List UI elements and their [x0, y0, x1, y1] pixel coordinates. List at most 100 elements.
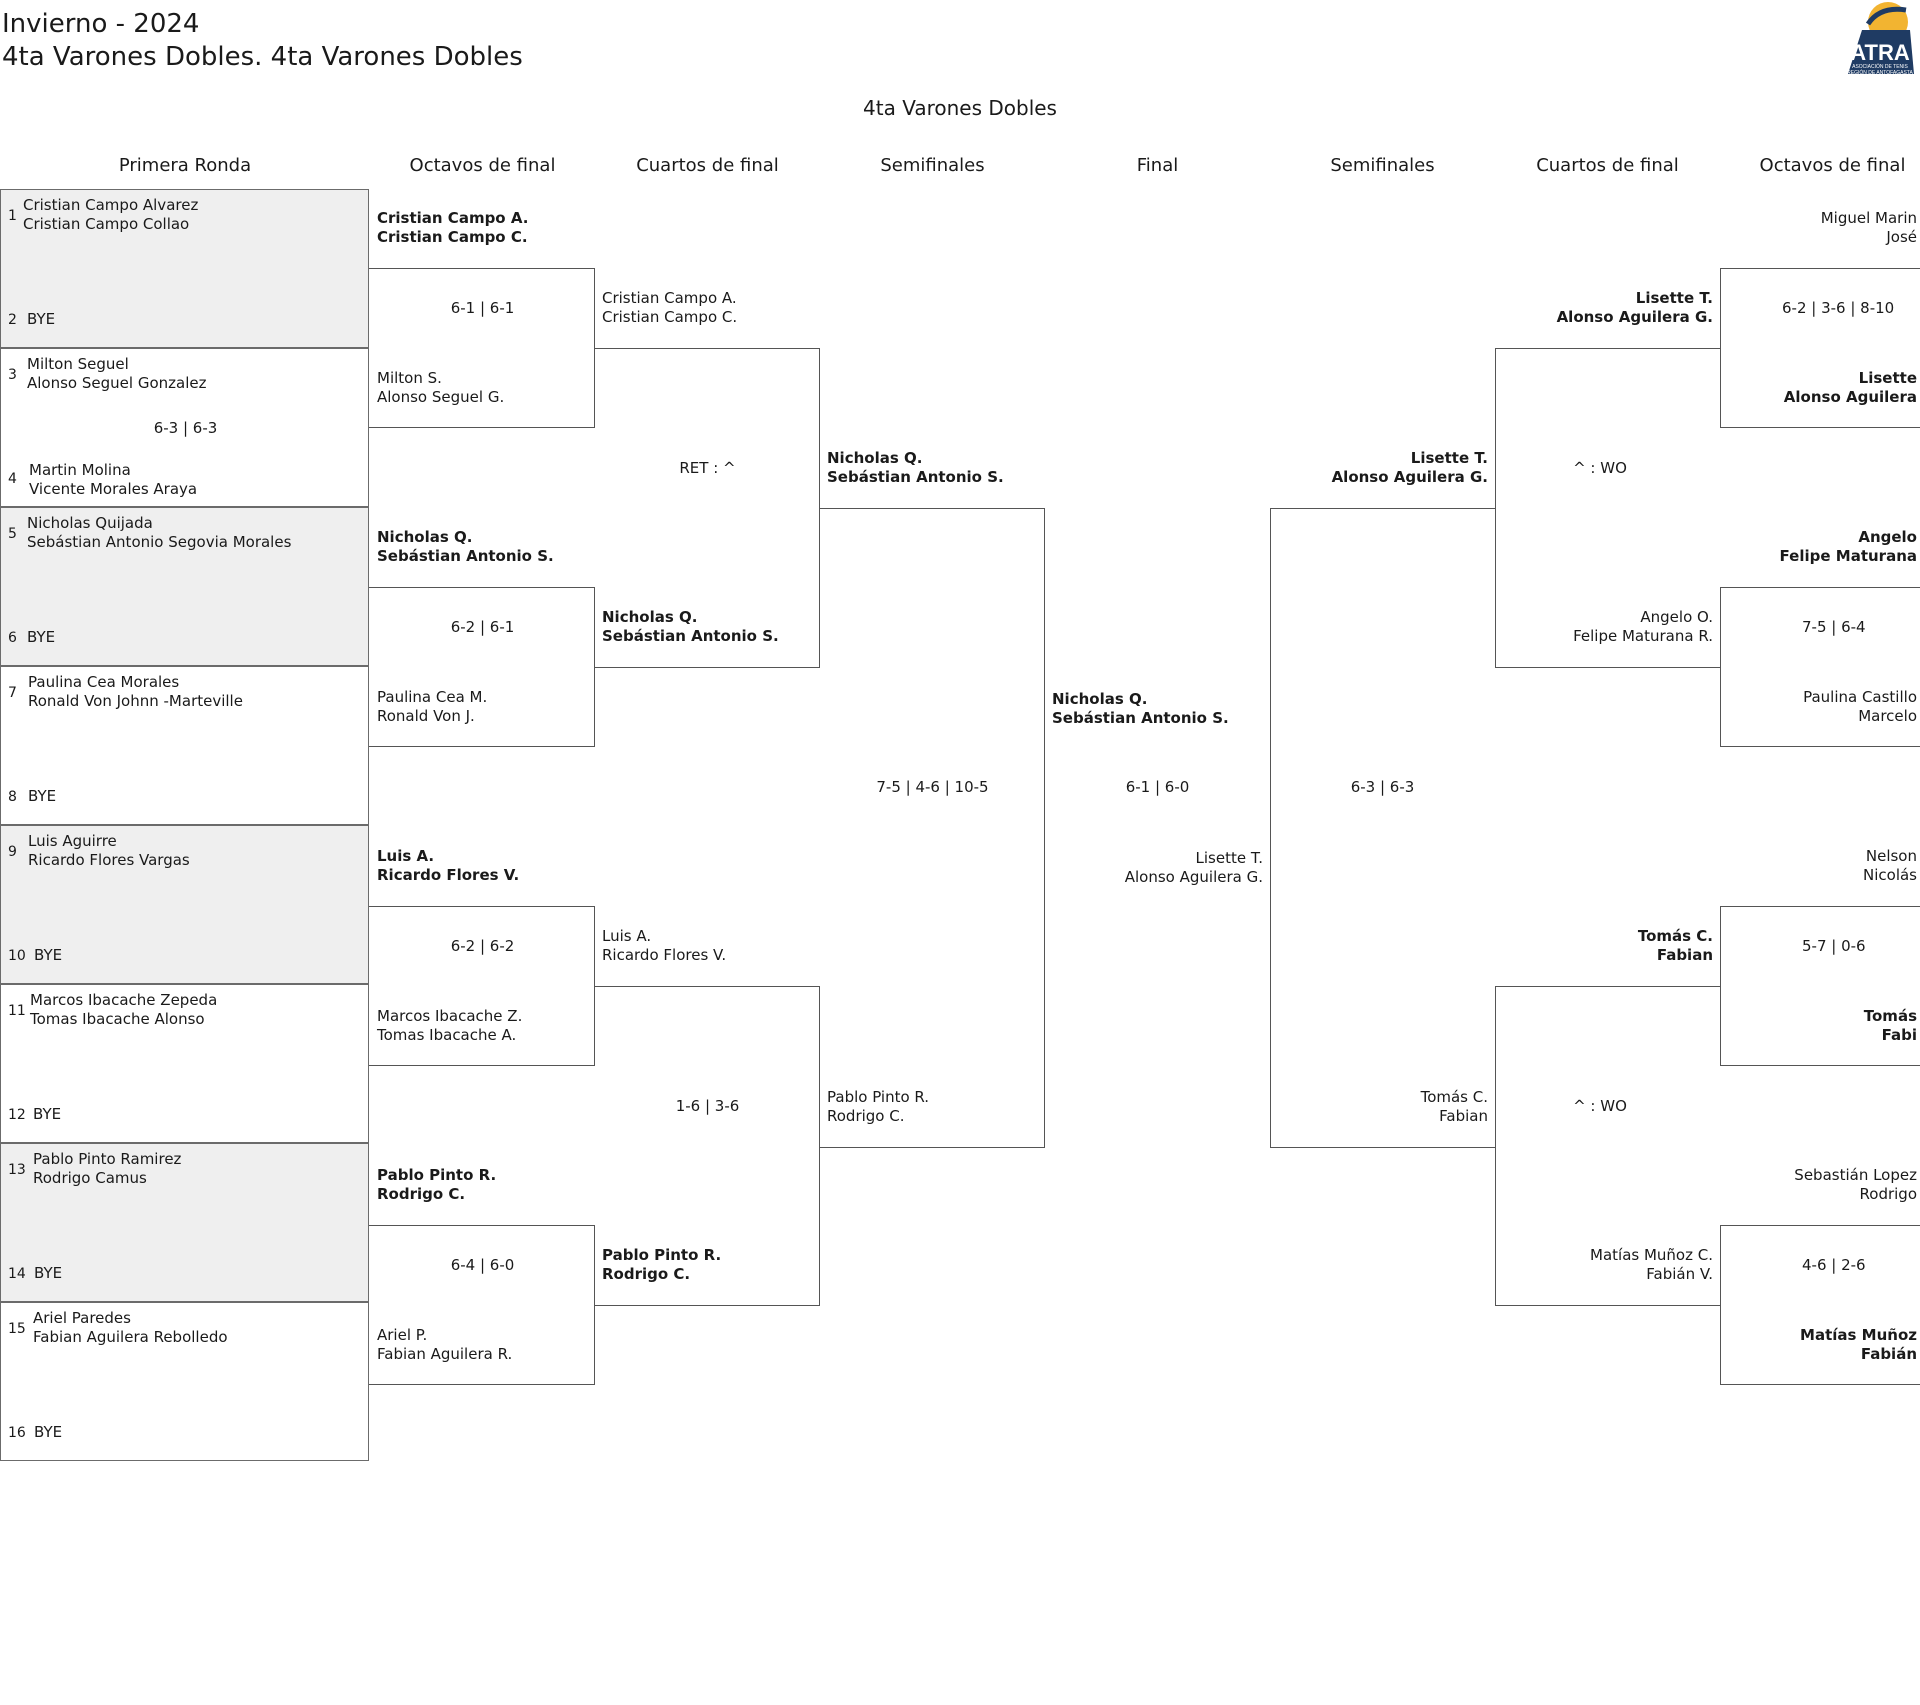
player-name: Ronald Von Johnn -Marteville: [28, 692, 243, 710]
player-name: Ariel Paredes: [33, 1309, 131, 1327]
player-name: Milton Seguel: [27, 355, 129, 373]
match-score: 6-3 | 6-3: [1350, 778, 1415, 796]
team-name: Fabián V.: [1646, 1265, 1713, 1283]
team-name: Angelo O.: [1640, 608, 1713, 626]
first-round-match: 13 Pablo Pinto Ramirez Rodrigo Camus 14 …: [0, 1143, 369, 1302]
match-score: 4-6 | 2-6: [1802, 1256, 1866, 1274]
round-header-semis-left: Semifinales: [880, 155, 985, 176]
team-name: Nicholas Q.: [827, 449, 923, 467]
team-name: Fabian Aguilera R.: [377, 1345, 513, 1363]
player-name: Pablo Pinto Ramirez: [33, 1150, 182, 1168]
team-name: Cristian Campo C.: [377, 228, 528, 246]
round-header-octavos-left: Octavos de final: [409, 155, 556, 176]
bracket-connector: [1495, 986, 1720, 1306]
team-name: Felipe Maturana R.: [1573, 627, 1713, 645]
team-name: Cristian Campo A.: [377, 209, 529, 227]
team-name: Paulina Cea M.: [377, 688, 488, 706]
round-header-final: Final: [1136, 155, 1179, 176]
player-name: BYE: [34, 1423, 63, 1441]
team-name: Tomás C.: [1420, 1088, 1488, 1106]
match-score: RET : ^: [679, 459, 736, 477]
logo-text: ATRA: [1850, 40, 1910, 65]
player-name: BYE: [33, 1105, 62, 1123]
player-name: BYE: [27, 310, 56, 328]
match-score: 6-1 | 6-0: [1125, 778, 1190, 796]
bracket-connector: [1720, 1225, 1920, 1385]
first-round-match: 15 Ariel Paredes Fabian Aguilera Rebolle…: [0, 1302, 369, 1461]
player-name: BYE: [34, 1264, 63, 1282]
player-name: Cristian Campo Alvarez: [23, 196, 199, 214]
player-name: Vicente Morales Araya: [29, 480, 198, 498]
team-name: Rodrigo C.: [827, 1107, 905, 1125]
round-header-cuartos-right: Cuartos de final: [1536, 155, 1679, 176]
svg-text:ASOCIACIÓN DE TENIS: ASOCIACIÓN DE TENIS: [1852, 63, 1908, 70]
match-score: 7-5 | 6-4: [1802, 618, 1866, 636]
team-name: Sebástian Antonio S.: [602, 627, 779, 645]
team-name: Luis A.: [602, 927, 652, 945]
first-round-match: 1 Cristian Campo Alvarez Cristian Campo …: [0, 189, 369, 348]
player-name: Alonso Seguel Gonzalez: [27, 374, 207, 392]
match-score: 7-5 | 4-6 | 10-5: [876, 778, 989, 796]
player-name: Martin Molina: [29, 461, 131, 479]
atra-logo: ATRA ASOCIACIÓN DE TENIS REGIÓN DE ANTOF…: [1840, 0, 1918, 82]
team-name: Nicholas Q.: [602, 608, 698, 626]
team-name: Pablo Pinto R.: [827, 1088, 930, 1106]
team-name: Fabián: [1860, 1345, 1917, 1363]
player-name: Ricardo Flores Vargas: [28, 851, 190, 869]
player-name: Rodrigo Camus: [33, 1169, 147, 1187]
team-name: Ricardo Flores V.: [377, 866, 520, 884]
team-name: Milton S.: [377, 369, 442, 387]
team-name: Sebástian Antonio S.: [1052, 709, 1229, 727]
team-name: Alonso Aguilera G.: [1556, 308, 1713, 326]
team-name: Pablo Pinto R.: [602, 1246, 722, 1264]
bracket-connector: [1495, 348, 1720, 668]
team-name: Alonso Aguilera: [1783, 388, 1917, 406]
first-round-match: 7 Paulina Cea Morales Ronald Von Johnn -…: [0, 666, 369, 825]
match-score: ^ : WO: [1573, 1097, 1627, 1115]
match-score: 6-2 | 6-1: [450, 618, 515, 636]
team-name: Ariel P.: [377, 1326, 428, 1344]
team-name: Rodrigo C.: [602, 1265, 691, 1283]
team-name: Matías Muñoz C.: [1590, 1246, 1713, 1264]
first-round-match: 5 Nicholas Quijada Sebástian Antonio Seg…: [0, 507, 369, 666]
svg-text:REGIÓN DE ANTOFAGASTA: REGIÓN DE ANTOFAGASTA: [1847, 69, 1913, 76]
team-name: Luis A.: [377, 847, 435, 865]
team-name: Lisette T.: [1410, 449, 1488, 467]
team-name: Rodrigo: [1859, 1185, 1917, 1203]
round-header-cuartos-left: Cuartos de final: [636, 155, 779, 176]
match-score: 6-2 | 6-2: [450, 937, 515, 955]
team-name: Tomás: [1863, 1007, 1917, 1025]
team-name: Tomas Ibacache A.: [377, 1026, 517, 1044]
bracket-connector: [820, 508, 1045, 1148]
team-name: Lisette: [1858, 369, 1917, 387]
bracket-connector: [595, 348, 820, 668]
team-name: Marcos Ibacache Z.: [377, 1007, 523, 1025]
team-name: Paulina Castillo: [1803, 688, 1917, 706]
bracket-connector: [1270, 508, 1495, 1148]
team-name: Matías Muñoz: [1800, 1326, 1917, 1344]
round-header-octavos-right: Octavos de final: [1759, 155, 1906, 176]
team-name: Felipe Maturana: [1779, 547, 1917, 565]
match-score: 6-2 | 3-6 | 8-10: [1782, 299, 1895, 317]
round-header-semis-right: Semifinales: [1330, 155, 1435, 176]
first-round-match: 9 Luis Aguirre Ricardo Flores Vargas 10 …: [0, 825, 369, 984]
bracket-connector: [369, 906, 595, 1066]
team-name: Marcelo: [1858, 707, 1917, 725]
team-name: Sebástian Antonio S.: [827, 468, 1004, 486]
match-score: 6-1 | 6-1: [450, 299, 515, 317]
player-name: Luis Aguirre: [28, 832, 117, 850]
match-score: ^ : WO: [1573, 459, 1627, 477]
player-name: Sebástian Antonio Segovia Morales: [27, 533, 292, 551]
match-score: 6-3 | 6-3: [153, 419, 218, 437]
player-name: BYE: [34, 946, 63, 964]
category-title: 4ta Varones Dobles. 4ta Varones Dobles: [2, 42, 523, 72]
player-name: Fabian Aguilera Rebolledo: [33, 1328, 228, 1346]
player-name: Cristian Campo Collao: [23, 215, 190, 233]
team-name: Rodrigo C.: [377, 1185, 466, 1203]
match-score: 1-6 | 3-6: [675, 1097, 740, 1115]
draw-title: 4ta Varones Dobles: [863, 96, 1057, 120]
event-title: Invierno - 2024: [2, 9, 200, 39]
match-score: 5-7 | 0-6: [1802, 937, 1866, 955]
team-name: Angelo: [1858, 528, 1917, 546]
team-name: Nicolás: [1863, 866, 1917, 884]
